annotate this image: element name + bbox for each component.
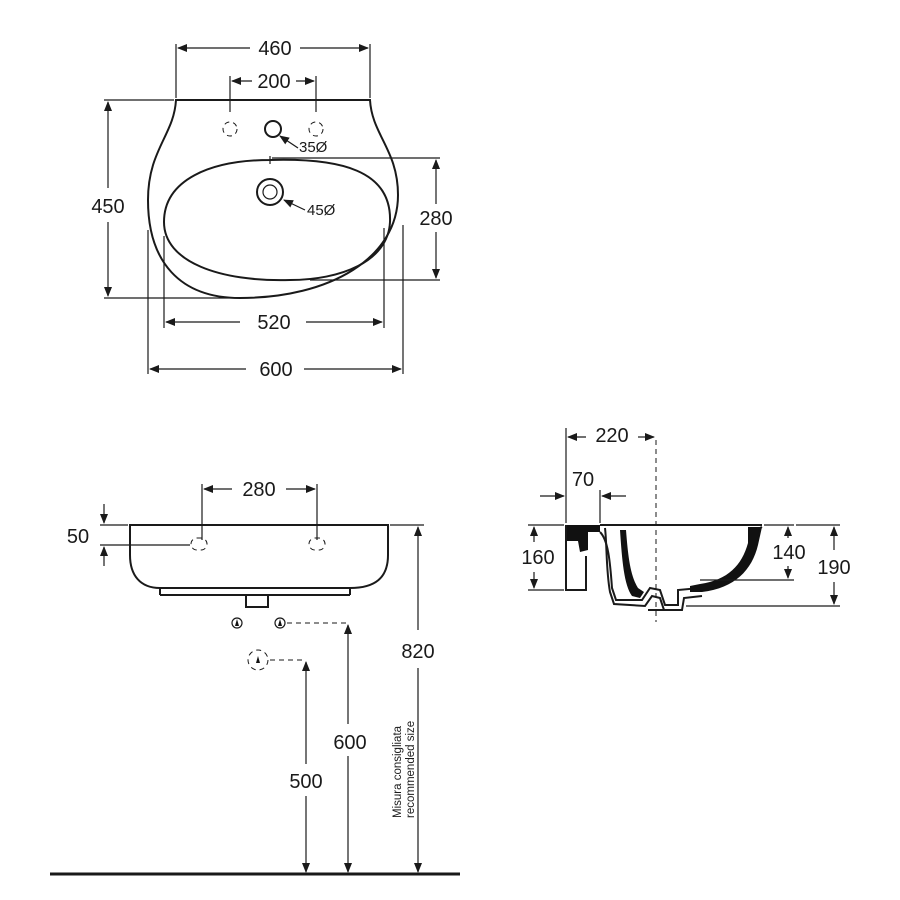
dim-500: 500 xyxy=(289,771,322,793)
tap-hole-right xyxy=(308,121,324,137)
front-view: 280 50 820 600 500 Misura consigliata re… xyxy=(50,479,460,876)
recommended-size-label: Misura consigliata recommended size xyxy=(392,721,417,818)
back-wall-section xyxy=(566,525,600,552)
dim-200: 200 xyxy=(257,71,290,93)
valve-mark xyxy=(278,619,282,626)
dim-280-top: 280 xyxy=(419,208,452,230)
dim-820: 820 xyxy=(401,641,434,663)
top-view: 460 200 35Ø 45Ø 450 280 520 xyxy=(91,38,452,381)
outer-wall-fill xyxy=(620,530,644,598)
label-it: Misura consigliata xyxy=(392,725,404,818)
dim-70: 70 xyxy=(572,469,594,491)
tap-hole-center xyxy=(264,120,282,138)
dim-460: 460 xyxy=(258,38,291,60)
dim-160: 160 xyxy=(521,547,554,569)
dim-600-top: 600 xyxy=(259,359,292,381)
bowl-wall-fill xyxy=(690,527,762,592)
label-en: recommended size xyxy=(405,721,417,818)
waste-trap xyxy=(247,649,269,671)
dim-190: 190 xyxy=(817,557,850,579)
supply-valve-left xyxy=(231,617,243,629)
outer-shell xyxy=(604,527,703,611)
waste-outlet xyxy=(245,594,269,608)
tap-hole-left xyxy=(222,121,238,137)
dim-450: 450 xyxy=(91,196,124,218)
dim-140: 140 xyxy=(772,542,805,564)
fixing-hole-left xyxy=(190,537,208,551)
basin-outline-front xyxy=(129,524,389,589)
dim-45: 45Ø xyxy=(307,202,336,219)
trap-mark xyxy=(256,656,260,663)
dim-600-front: 600 xyxy=(333,732,366,754)
leader-line xyxy=(279,135,299,149)
bowl-outline-top xyxy=(162,158,392,282)
dim-35: 35Ø xyxy=(299,139,328,156)
side-section-view: 220 70 160 140 190 xyxy=(521,425,851,622)
dim-520: 520 xyxy=(257,312,290,334)
leader-line xyxy=(283,199,306,211)
basin-outline-top xyxy=(146,99,400,300)
dim-280-front: 280 xyxy=(242,479,275,501)
dim-50: 50 xyxy=(67,526,89,548)
drain-inner xyxy=(262,184,278,200)
drain-outer xyxy=(256,178,284,206)
supply-valve-right xyxy=(274,617,286,629)
back-block xyxy=(565,525,587,591)
dim-220: 220 xyxy=(595,425,628,447)
valve-mark xyxy=(235,619,239,626)
